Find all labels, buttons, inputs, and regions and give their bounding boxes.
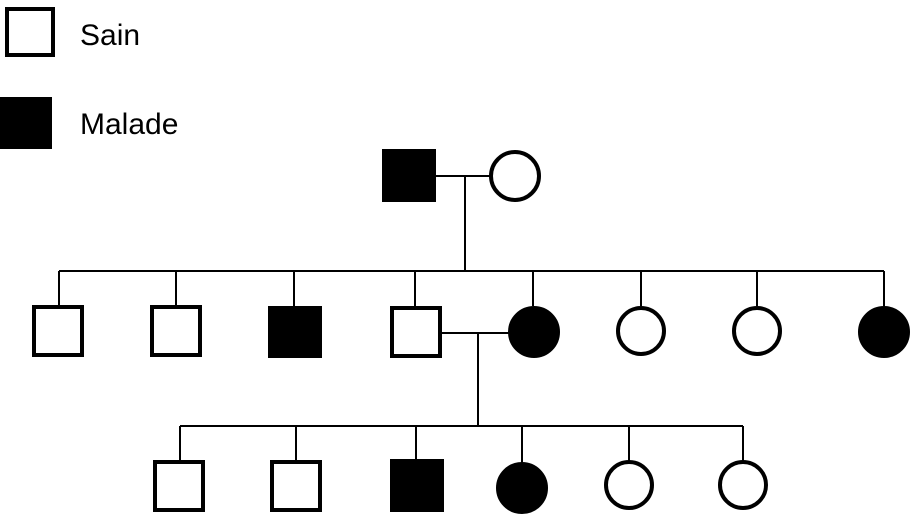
individual-g2-5 — [508, 306, 560, 358]
individual-g3-5 — [604, 460, 654, 510]
pedigree-individuals — [32, 149, 910, 514]
individual-g2-8 — [858, 306, 910, 358]
individual-g2-1 — [32, 305, 84, 357]
legend-affected-symbol — [0, 97, 52, 149]
individual-g1-father — [382, 149, 436, 202]
individual-g3-4 — [496, 462, 548, 514]
individual-g3-1 — [153, 460, 205, 512]
individual-g1-mother — [489, 150, 541, 202]
individual-g3-3 — [390, 459, 444, 512]
individual-g2-6 — [616, 306, 666, 356]
legend-healthy-label: Sain — [80, 19, 140, 52]
legend-affected-label: Malade — [80, 108, 178, 141]
individual-g2-7 — [732, 306, 782, 356]
legend: Sain Malade — [0, 7, 178, 149]
individual-g3-6 — [718, 460, 768, 510]
individual-g2-4 — [390, 306, 442, 358]
individual-g2-3 — [268, 306, 322, 358]
legend-healthy-symbol — [5, 7, 55, 57]
pedigree-links — [58, 175, 885, 464]
individual-g2-2 — [150, 305, 202, 357]
individual-g3-2 — [270, 460, 322, 512]
